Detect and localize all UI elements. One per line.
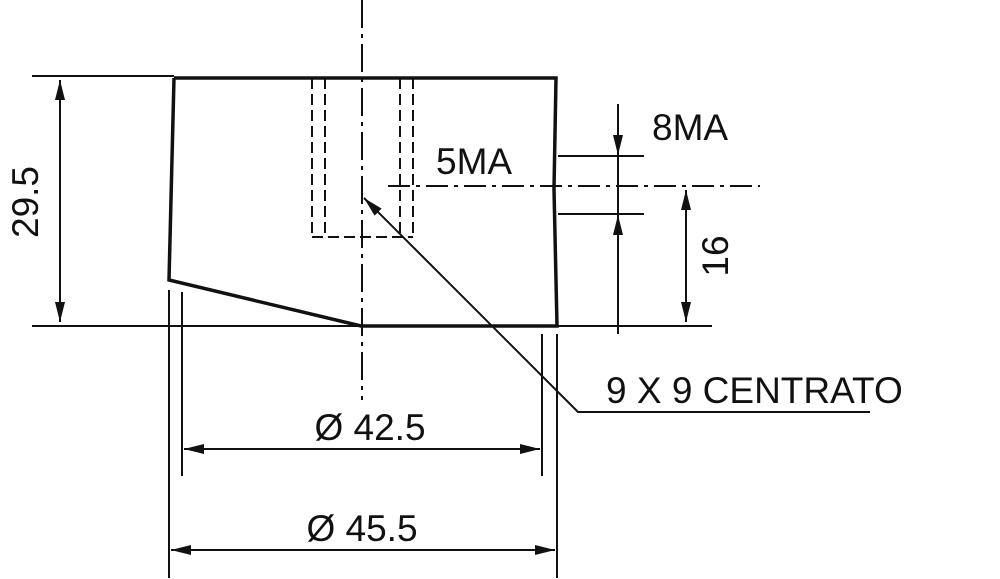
center-axis: [361, 0, 760, 400]
dim-label-thread-major: 8MA: [652, 107, 728, 148]
dim-label-thread-minor: 5MA: [436, 141, 512, 182]
dim-label-height-total: 29.5: [5, 166, 46, 238]
dim-label-diameter-outer: Ø 45.5: [306, 508, 417, 549]
dim-label-diameter-inner: Ø 42.5: [314, 407, 425, 448]
callout-note: 9 X 9 CENTRATO: [606, 370, 903, 411]
dim-label-depth: 16: [695, 235, 736, 276]
extension-lines: [32, 75, 712, 578]
leader-line-callout: [363, 197, 870, 413]
